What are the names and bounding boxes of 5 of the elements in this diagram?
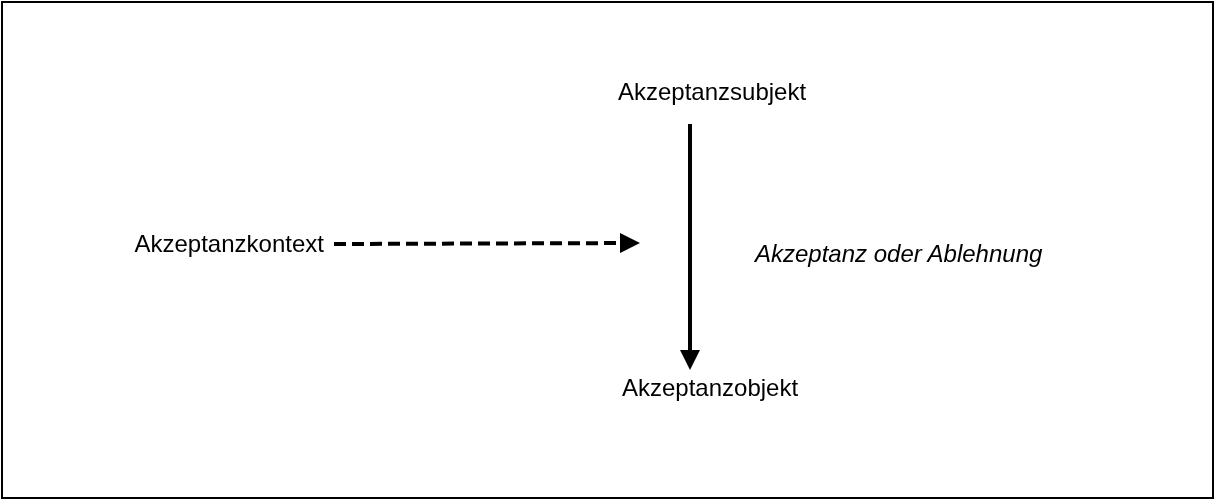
node-label: Akzeptanzsubjekt <box>612 74 813 110</box>
node-label: Akzeptanzkontext <box>128 226 330 262</box>
arrow <box>680 124 700 370</box>
node-label: Akzeptanzobjekt <box>616 370 805 406</box>
arrow <box>334 233 640 254</box>
